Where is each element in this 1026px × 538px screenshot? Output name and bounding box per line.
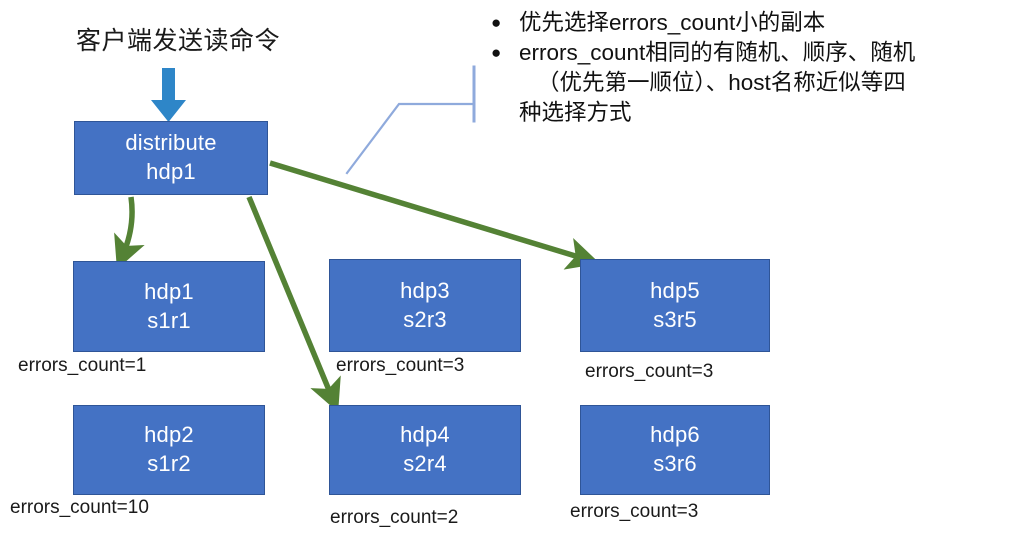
node-hdp6[interactable]: hdp6 s3r6 bbox=[580, 405, 770, 495]
caption-hdp1: errors_count=1 bbox=[18, 355, 147, 376]
list-item-line: 种选择方式 bbox=[519, 100, 632, 126]
caption-hdp2: errors_count=10 bbox=[10, 497, 149, 518]
list-item-text: 优先选择errors_count小的副本 bbox=[519, 8, 1019, 38]
list-item-line: 优先选择errors_count小的副本 bbox=[519, 10, 826, 35]
caption-hdp6: errors_count=3 bbox=[570, 501, 699, 522]
node-label-line1: distribute bbox=[125, 130, 217, 156]
caption-hdp3: errors_count=3 bbox=[336, 355, 465, 376]
node-label-line2: s2r4 bbox=[403, 451, 447, 476]
arrow-icon-to-hdp1 bbox=[114, 196, 145, 270]
node-label-line2: s1r1 bbox=[147, 307, 191, 333]
notes-bullet-list: ● 优先选择errors_count小的副本 ● errors_count相同的… bbox=[487, 8, 1019, 128]
node-label-line2: s2r3 bbox=[403, 306, 447, 332]
list-item-line: errors_count相同的有随机、顺序、随机 bbox=[519, 40, 916, 66]
node-label-line1: hdp2 bbox=[144, 422, 194, 448]
arrow-icon-to-hdp5 bbox=[269, 160, 600, 270]
node-hdp2[interactable]: hdp2 s1r2 bbox=[73, 405, 265, 495]
page-title: 客户端发送读命令 bbox=[76, 27, 281, 55]
node-label-line1: hdp5 bbox=[650, 277, 700, 303]
bullet-dot-icon: ● bbox=[491, 13, 502, 32]
list-item: ● 优先选择errors_count小的副本 bbox=[487, 8, 1019, 38]
node-label-line1: hdp6 bbox=[650, 422, 700, 448]
node-hdp5[interactable]: hdp5 s3r5 bbox=[580, 259, 770, 352]
callout-leader-line-icon bbox=[345, 65, 476, 175]
node-hdp1[interactable]: hdp1 s1r1 bbox=[73, 261, 265, 352]
down-arrow-icon bbox=[151, 68, 186, 122]
bullet-dot-icon: ● bbox=[491, 43, 502, 63]
list-item: ● errors_count相同的有随机、顺序、随机 （优先第一顺位）、host… bbox=[487, 38, 1019, 128]
node-label-line1: hdp1 bbox=[144, 278, 194, 304]
list-item-line: （优先第一顺位）、host名称近似等四 bbox=[537, 70, 906, 96]
node-label-line2: s3r6 bbox=[653, 451, 697, 476]
caption-hdp5: errors_count=3 bbox=[585, 361, 714, 382]
node-hdp3[interactable]: hdp3 s2r3 bbox=[329, 259, 521, 352]
node-distribute[interactable]: distribute hdp1 bbox=[74, 121, 268, 195]
node-label-line2: hdp1 bbox=[146, 159, 196, 184]
node-label-line1: hdp4 bbox=[400, 422, 450, 448]
node-label-line2: s1r2 bbox=[147, 451, 191, 476]
list-item-text: errors_count相同的有随机、顺序、随机 （优先第一顺位）、host名称… bbox=[519, 38, 1019, 128]
node-label-line2: s3r5 bbox=[653, 306, 697, 332]
caption-hdp4: errors_count=2 bbox=[330, 507, 459, 528]
node-hdp4[interactable]: hdp4 s2r4 bbox=[329, 405, 521, 495]
node-label-line1: hdp3 bbox=[400, 277, 450, 303]
